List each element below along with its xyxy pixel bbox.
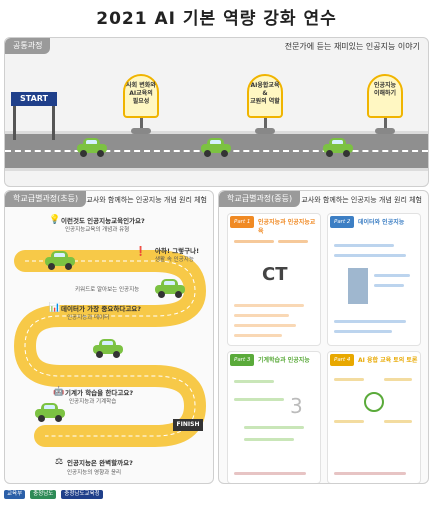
part-4-title: AI 융합 교육 토의 토론 [358,357,418,364]
sign-2-line: 교원의 역할 [250,98,280,105]
part-3-title: 기계학습과 인공지능 [258,357,310,364]
sign-3-base [375,128,395,134]
part-2-card: Part 2 데이터와 인공지능 [327,213,421,346]
sign-1-line: 필요성 [132,98,150,105]
sign-2-post [264,118,267,130]
finish-banner: FINISH [173,419,203,431]
question-6-sub: 인공지능의 영향과 윤리 [67,470,122,476]
elementary-course-panel: 학교급별과정(초등) 교사와 함께하는 인공지능 개념 원리 체험 이런것도 인… [4,190,214,484]
sign-2-base [255,128,275,134]
sign-1-line: AI교육의 [129,90,153,97]
car-icon [201,138,231,157]
road-edge-bottom [5,168,428,171]
part-4-card: Part 4 AI 융합 교육 토의 토론 [327,351,421,483]
start-pole-right [52,92,55,140]
question-4-sub: 인공지능과 데이터 [67,315,110,321]
common-course-section: 공통과정 전문가에 듣는 재미있는 인공지능 이야기 START 사회 변화와 … [4,37,429,187]
part-1-title: 인공지능과 인공지능교육 [258,219,316,235]
sign-1-base [131,128,151,134]
footer: 교육부 충청남도 충청남도교육청 [4,488,429,502]
part-1-card: Part 1 인공지능과 인공지능교육 CT [227,213,321,346]
part-1-body: CT [234,234,314,339]
sign-3-post [384,118,387,130]
part-2-tag: Part 2 [330,216,355,228]
part-4-tag: Part 4 [330,354,355,366]
sign-2-line: AI융합교육 [250,82,280,89]
question-2-sub: 생활 속 인공지능 [155,257,194,263]
part-1-ct-graphic: CT [262,264,288,285]
scale-icon: ⚖ [55,457,64,467]
lightbulb-icon: 💡 [49,215,61,225]
question-5: 기계가 학습을 한다고요? [65,389,134,397]
elementary-course-subtitle: 교사와 함께하는 인공지능 개념 원리 체험 [86,196,207,204]
secondary-course-tab: 학교급별과정(중등) [219,191,301,207]
part-3-tag: Part 3 [230,354,255,366]
question-4: 데이터가 가장 중요하다고요? [61,305,142,313]
car-icon [323,138,353,157]
keyword-label: 키워드로 알아보는 인공지능 [75,287,140,293]
building-icon [348,268,368,304]
sign-3-line: 인공지능 [373,82,397,89]
sign-1: 사회 변화와 AI교육의 필요성 [123,74,159,118]
common-course-subtitle: 전문가에 듣는 재미있는 인공지능 이야기 [284,42,420,51]
sign-1-line: 사회 변화와 [126,82,156,89]
road-edge-top [5,131,428,134]
secondary-course-subtitle: 교사와 함께하는 인공지능 개념 원리 체험 [301,196,422,204]
sign-2: AI융합교육 & 교원의 역할 [247,74,283,118]
car-icon [155,279,185,298]
chart-icon: 📊 [49,303,61,313]
sign-3-line: 이해하기 [373,90,397,97]
start-banner: START [11,92,57,106]
part-3-card: Part 3 기계학습과 인공지능 3 [227,351,321,483]
question-2: 아하! 그렇구나! [155,247,200,255]
logo-moe: 교육부 [4,490,26,499]
logo-chungnam: 충청남도 [30,490,57,499]
sign-3: 인공지능 이해하기 [367,74,403,118]
part-1-tag: Part 1 [230,216,255,228]
car-icon [77,138,107,157]
idea-icon: ❗ [135,247,147,257]
robot-icon: 🤖 [53,387,65,397]
common-course-tab: 공통과정 [5,38,51,54]
sign-1-post [140,118,143,130]
question-1-sub: 인공지능교육의 개념과 유형 [65,227,130,233]
part-2-body [334,234,414,339]
car-icon [93,339,123,358]
secondary-course-panel: 학교급별과정(중등) 교사와 함께하는 인공지능 개념 원리 체험 Part 1… [218,190,429,484]
elementary-course-tab: 학교급별과정(초등) [5,191,87,207]
car-icon [45,251,75,270]
sign-2-line: & [262,90,268,97]
page-title: 2021 AI 기본 역량 강화 연수 [96,9,337,29]
part-3-body: 3 [234,372,314,477]
question-5-sub: 인공지능과 기계학습 [69,399,117,405]
part-2-title: 데이터와 인공지능 [358,219,405,226]
question-1: 이런것도 인공지능교육인가요? [61,217,145,225]
number-3-graphic: 3 [290,394,303,418]
part-4-body [334,372,414,477]
winding-road [14,250,206,447]
start-pole-left [13,92,16,140]
car-icon [35,403,65,422]
logo-chungnam-edu: 충청남도교육청 [61,490,103,499]
question-6: 인공지능은 완벽할까요? [67,459,133,467]
start-gate: START [11,86,57,140]
cycle-icon [364,392,384,412]
